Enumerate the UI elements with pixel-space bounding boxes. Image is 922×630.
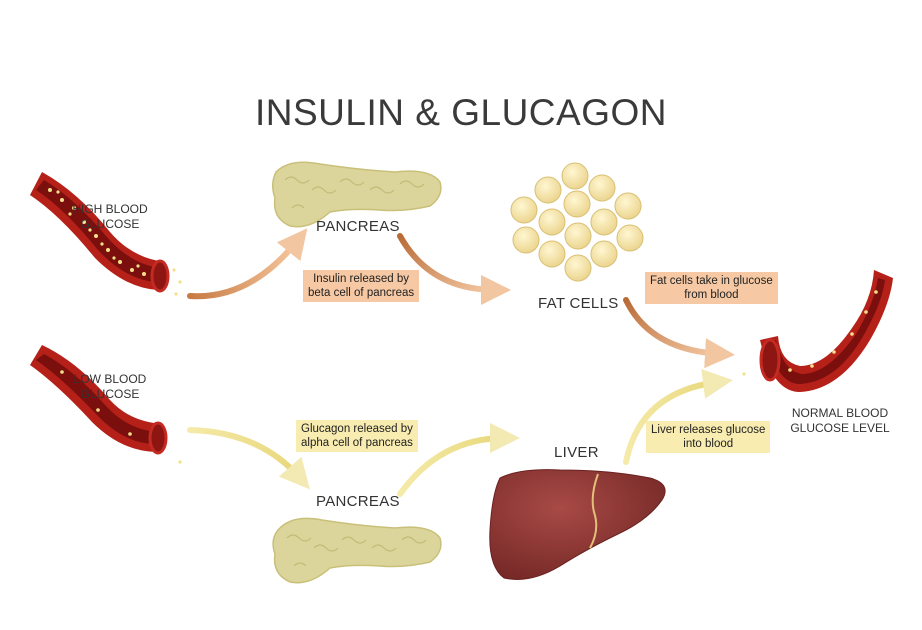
pancreas-bottom-organ	[272, 517, 442, 584]
arrow-high-to-pancreas	[187, 228, 308, 300]
pancreas-top-label: PANCREAS	[316, 218, 400, 235]
arrow-low-to-pancreas	[187, 427, 310, 490]
high-glucose-vessel	[30, 172, 182, 296]
liver-release-note: Liver releases glucose into blood	[646, 421, 771, 453]
low-glucose-label: LOW BLOOD GLUCOSE	[73, 372, 147, 401]
glucagon-note: Glucagon released by alpha cell of pancr…	[296, 420, 418, 452]
arrow-fat-to-normal	[623, 297, 735, 369]
page-title: INSULIN & GLUCAGON	[255, 92, 667, 133]
arrow-pancreas-to-fat	[397, 233, 511, 305]
liver-label: LIVER	[554, 444, 599, 461]
pancreas-bottom-label: PANCREAS	[316, 493, 400, 510]
low-glucose-vessel	[30, 345, 182, 464]
liver-organ	[489, 469, 666, 580]
normal-glucose-vessel	[742, 270, 893, 392]
normal-glucose-label: NORMAL BLOOD GLUCOSE LEVEL	[790, 406, 890, 435]
high-glucose-label: HIGH BLOOD GLUCOSE	[72, 202, 148, 231]
fat-cells-cluster	[510, 162, 644, 282]
fat-cells-label: FAT CELLS	[538, 295, 619, 312]
arrow-pancreas-to-liver	[397, 423, 520, 497]
arrow-liver-to-normal	[623, 369, 733, 465]
pancreas-top-organ	[272, 161, 442, 228]
insulin-note: Insulin released by beta cell of pancrea…	[303, 270, 420, 302]
fat-uptake-note: Fat cells take in glucose from blood	[645, 272, 778, 304]
